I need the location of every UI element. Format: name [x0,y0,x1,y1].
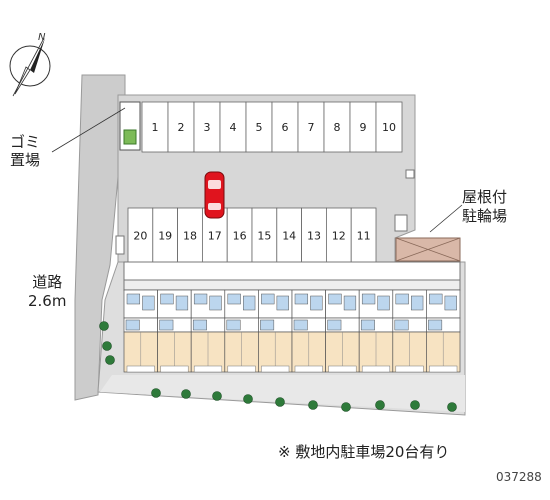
parking-stall-number: 10 [382,121,396,134]
garbage-area-label: ゴミ 置場 [10,133,40,169]
parking-stall [297,101,325,153]
parking-row-bottom: 20 19 18 17 16 15 14 13 12 11 [127,207,377,264]
parking-stall [276,207,302,264]
tree-icon [447,402,457,412]
parking-stall-number: 8 [334,121,341,134]
parking-stall-number: 20 [133,230,147,243]
parking-stall-number: 4 [230,121,237,134]
tree-icon [308,400,318,410]
tree-icon [341,402,351,412]
garbage-leader-line [51,107,126,153]
parking-stall-number: 1 [152,121,159,134]
parking-stall [375,101,403,153]
parking-stall-number: 11 [357,230,371,243]
road-label-width: 2.6m [28,292,67,310]
apartment-unit [426,289,461,373]
bicycle-label-line1: 屋根付 [462,188,508,206]
parking-stall-number: 18 [183,230,197,243]
tree-icon [212,391,222,401]
apartment-unit [258,289,293,373]
tree-icon [275,397,285,407]
parking-stall [350,207,377,264]
bicycle-parking-label: 屋根付 駐輪場 [462,188,507,226]
wall-strip [123,279,461,291]
road-label-name: 道路 [32,273,63,291]
parking-stall-number: 3 [204,121,211,134]
compass-north-label: N [38,32,46,43]
compass: N [9,32,51,97]
parking-stall-number: 16 [233,230,247,243]
apartment-building [123,261,461,373]
tree-icon [105,355,115,365]
apartment-unit [291,289,326,373]
parking-stall [323,101,351,153]
parking-stall-number: 13 [307,230,321,243]
parking-stall-number: 14 [282,230,296,243]
parking-stall-number: 7 [308,121,315,134]
covered-bicycle-parking [395,237,461,262]
lot-marker [405,169,415,179]
parking-footnote: ※ 敷地内駐車場20台有り [278,443,450,461]
parking-stall-number: 5 [256,121,263,134]
bicycle-leader-line [429,204,463,233]
upper-strip [123,261,461,281]
parking-stall-number: 15 [257,230,271,243]
road-label: 道路 2.6m [28,273,66,311]
garden-strip [100,375,465,412]
apartment-unit [224,289,259,373]
apartment-unit [358,289,394,373]
parking-stall-number: 2 [178,121,185,134]
parking-stall [127,207,154,264]
tree-icon [181,389,191,399]
parking-stall [226,207,253,264]
tree-icon [151,388,161,398]
tree-icon [99,321,109,331]
trees [99,321,457,412]
garbage-label-line2: 置場 [10,151,41,169]
parking-stall-number: 19 [158,230,172,243]
apartment-unit [392,289,427,373]
apartment-unit [157,289,192,373]
parking-stall [193,101,221,153]
apartment-unit [325,289,360,373]
road [74,74,126,401]
garbage-bin [123,129,137,145]
tree-icon [410,400,420,410]
tree-icon [375,400,385,410]
parking-stall-number: 6 [282,121,289,134]
parking-stall [141,101,169,153]
car-icon [204,171,225,219]
property-id: 037288 [496,470,542,484]
parking-stall-number: 12 [332,230,346,243]
apartment-unit [190,289,226,373]
lot-marker [394,214,408,232]
tree-icon [102,341,112,351]
parking-stall [251,207,278,264]
parking-stall [325,207,352,264]
apartment-unit [123,289,158,373]
bicycle-label-line2: 駐輪場 [462,207,508,225]
parking-stall-number: 17 [208,230,222,243]
parking-stall [271,101,299,153]
tree-icon [243,394,253,404]
parking-row-top: 1 2 3 4 5 6 7 8 9 10 [141,101,403,153]
parking-stall [349,101,377,153]
garbage-label-line1: ゴミ [10,133,41,151]
parking-stall-number: 9 [360,121,367,134]
lot-marker [115,235,125,255]
